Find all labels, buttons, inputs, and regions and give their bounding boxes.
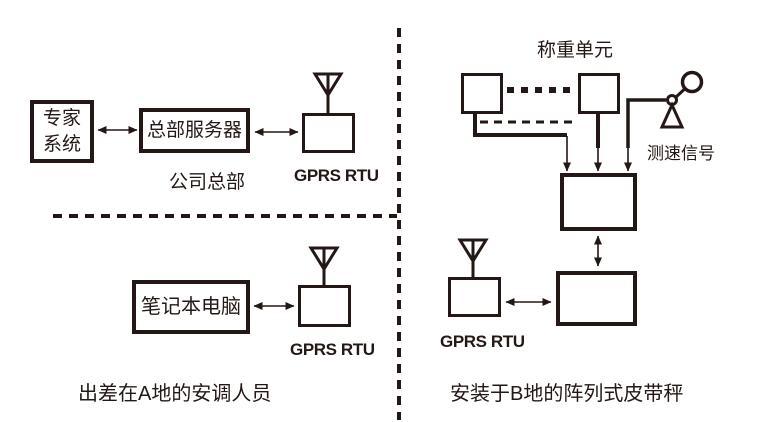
- expert-system-label-line2: 系统: [42, 133, 81, 155]
- gprs-rtu-label-hq: GPRS RTU: [294, 166, 379, 185]
- antenna-icon: [312, 72, 344, 113]
- gprs-rtu-label-site: GPRS RTU: [440, 332, 525, 351]
- laptop-label: 笔记本电脑: [141, 295, 241, 318]
- weighing-unit-title: 称重单元: [537, 40, 614, 61]
- gprs-rtu-box-field: [298, 285, 351, 327]
- expert-system-box: 专家 系统: [30, 100, 94, 163]
- expert-system-label-line1: 专家: [42, 108, 81, 130]
- weighing-sensor-box-right: [578, 73, 620, 114]
- field-caption: 出差在A地的安调人员: [78, 383, 272, 405]
- hq-server-box: 总部服务器: [139, 108, 250, 153]
- junction-box: [560, 173, 637, 231]
- gprs-rtu-label-field: GPRS RTU: [290, 340, 375, 359]
- speed-signal-label: 测速信号: [647, 144, 715, 163]
- speed-sensor-icon: [659, 70, 704, 129]
- hq-caption: 公司总部: [169, 172, 246, 193]
- hq-server-label: 总部服务器: [146, 119, 242, 141]
- cable-speed-sensor: [626, 98, 666, 148]
- antenna-icon: [308, 246, 340, 285]
- weighing-sensor-box-left: [461, 73, 503, 114]
- laptop-box: 笔记本电脑: [132, 280, 250, 334]
- site-caption: 安装于B地的阵列式皮带秤: [450, 383, 684, 405]
- scale-controller-box: [556, 271, 637, 326]
- cable-left-sensor: [473, 114, 567, 137]
- gprs-rtu-box-site: [448, 277, 501, 317]
- gprs-rtu-box-hq: [302, 113, 355, 153]
- antenna-icon: [457, 238, 489, 277]
